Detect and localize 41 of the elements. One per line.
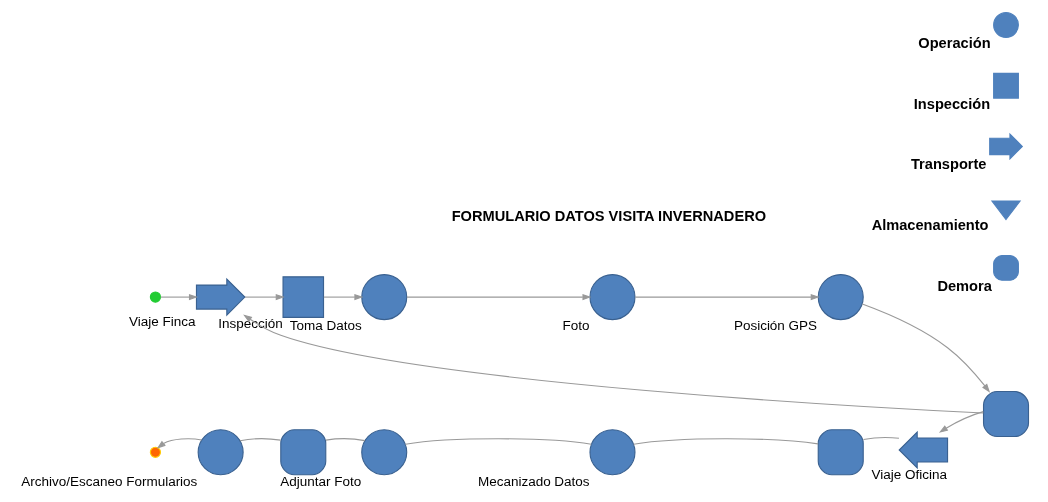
- arrow: [156, 438, 202, 449]
- legend-label: Operación: [917, 34, 991, 51]
- node-label: Adjuntar Foto: [279, 473, 361, 489]
- arrow: [159, 293, 198, 301]
- legend-label: Inspección: [913, 95, 990, 112]
- node-circle: [197, 429, 244, 476]
- arrow: [938, 411, 984, 433]
- connector: [404, 438, 592, 445]
- node-circle: [149, 446, 161, 458]
- connector: [238, 438, 281, 442]
- node-circle: [588, 429, 636, 476]
- node-d-shape: [982, 391, 1029, 438]
- arrow: [861, 303, 990, 393]
- legend-label: Transporte: [910, 156, 987, 173]
- connector: [632, 438, 818, 445]
- arrow: [405, 293, 591, 301]
- node-label: Mecanizado Datos: [477, 473, 590, 489]
- node-label: Viaje Finca: [128, 313, 195, 329]
- node-label: Inspección: [217, 316, 283, 332]
- node-circle: [360, 274, 407, 321]
- node-circle: [588, 274, 636, 321]
- node-circle: [149, 291, 161, 303]
- label: FORMULARIO DATOS VISITA INVERNADERO: [451, 208, 766, 225]
- node-label: Foto: [561, 318, 589, 334]
- node-d-shape: [279, 429, 326, 476]
- arrow: [242, 314, 984, 414]
- arrow: [322, 293, 363, 301]
- node-box: [282, 276, 324, 318]
- legend-label: Almacenamiento: [871, 217, 989, 234]
- connector: [862, 437, 899, 441]
- legend-label: Demora: [936, 277, 992, 294]
- node-label: Posición GPS: [733, 318, 817, 334]
- node-circle: [817, 274, 864, 321]
- connector: [324, 438, 365, 442]
- node-d-shape: [817, 429, 864, 476]
- arrow: [243, 293, 285, 301]
- node-label: Archivo/Escaneo Formularios: [20, 473, 197, 489]
- node-circle: [360, 429, 407, 476]
- node-label: Toma Datos: [289, 318, 362, 334]
- node-label: Viaje Oficina: [871, 466, 947, 482]
- arrow: [634, 293, 820, 301]
